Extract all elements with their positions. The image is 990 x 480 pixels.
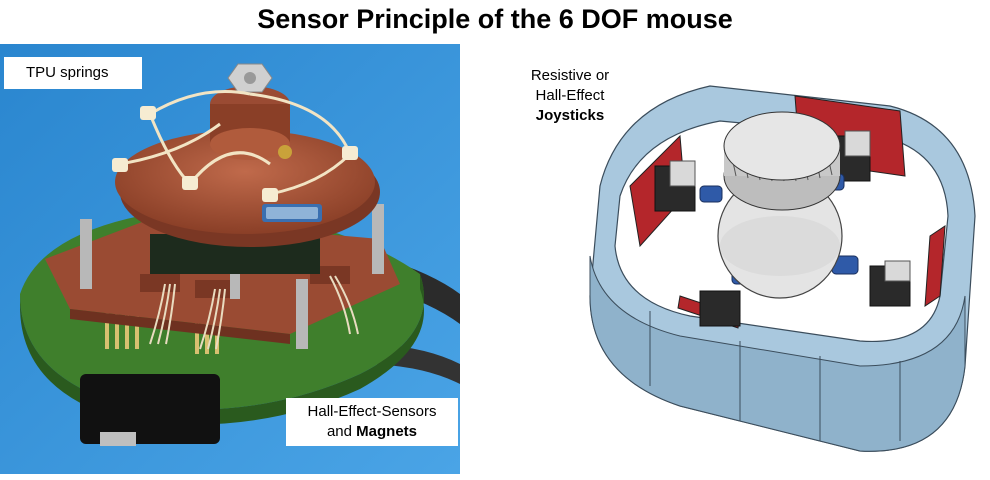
prototype-photo [0, 44, 460, 474]
hall-label-line1: Hall-Effect-Sensors [307, 403, 437, 420]
knurled-cap [723, 111, 841, 181]
caption-line2: Hall-Effect [535, 87, 605, 104]
hall-sensors-label: Hall-Effect-Sensors and Magnets [286, 398, 458, 446]
figure-title: Sensor Principle of the 6 DOF mouse [257, 4, 733, 34]
cad-render [560, 66, 990, 466]
joystick-caption: Resistive or Hall-Effect Joysticks [500, 66, 640, 126]
caption-line1: Resistive or [530, 67, 610, 84]
caption-line3: Joysticks [535, 107, 605, 124]
usb-module [80, 374, 220, 444]
hall-label-magnets: Magnets [356, 423, 418, 440]
hall-label-and: and [326, 423, 352, 440]
hall-label-line2: and Magnets [286, 422, 458, 442]
tpu-springs-label: TPU springs [4, 57, 142, 89]
